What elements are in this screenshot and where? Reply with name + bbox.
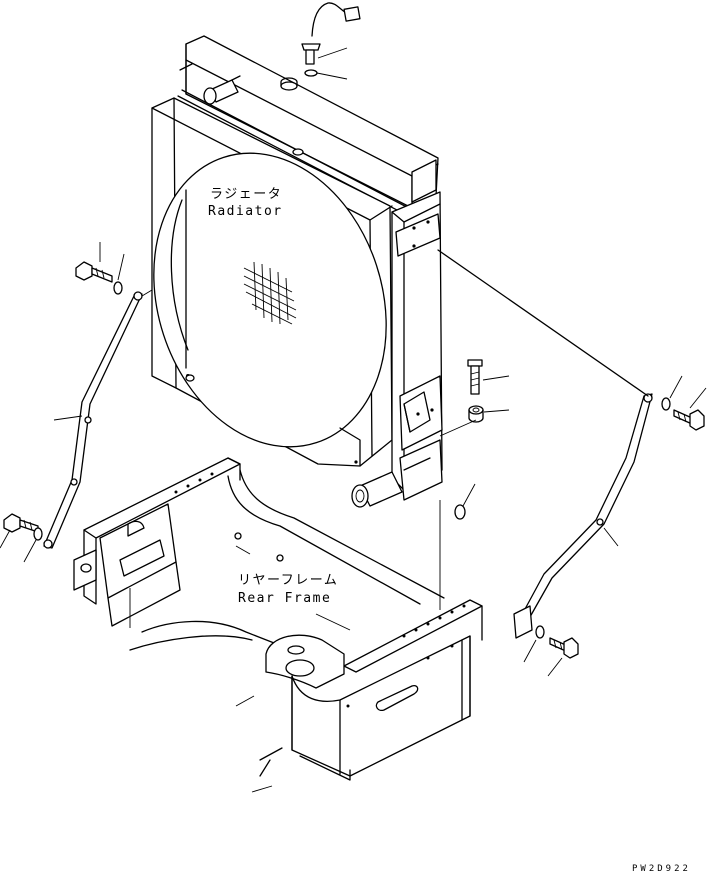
radiator-label-jp: ラジェータ: [210, 187, 283, 202]
rear-frame-label-en: Rear Frame: [238, 591, 332, 606]
mount-bolt-washer: [439, 359, 510, 437]
left-stay-rod: [43, 289, 153, 549]
lower-right-bolt-washer: [523, 625, 579, 677]
radiator: [151, 35, 443, 501]
right-stay-rod: [437, 249, 653, 627]
lower-pipe: [351, 471, 403, 508]
rear-frame: [73, 457, 533, 793]
nut: [454, 483, 476, 520]
upper-left-bolt-washer: [75, 242, 125, 295]
sensor-with-wire: [301, 2, 361, 104]
radiator-label-en: Radiator: [208, 204, 283, 219]
upper-right-bolt-washer: [661, 375, 707, 431]
drawing-code: PW2D922: [632, 864, 691, 874]
rear-frame-label-jp: リヤーフレーム: [238, 573, 339, 588]
lower-left-bolt-washer: [0, 513, 43, 563]
core-mesh: [243, 261, 297, 325]
